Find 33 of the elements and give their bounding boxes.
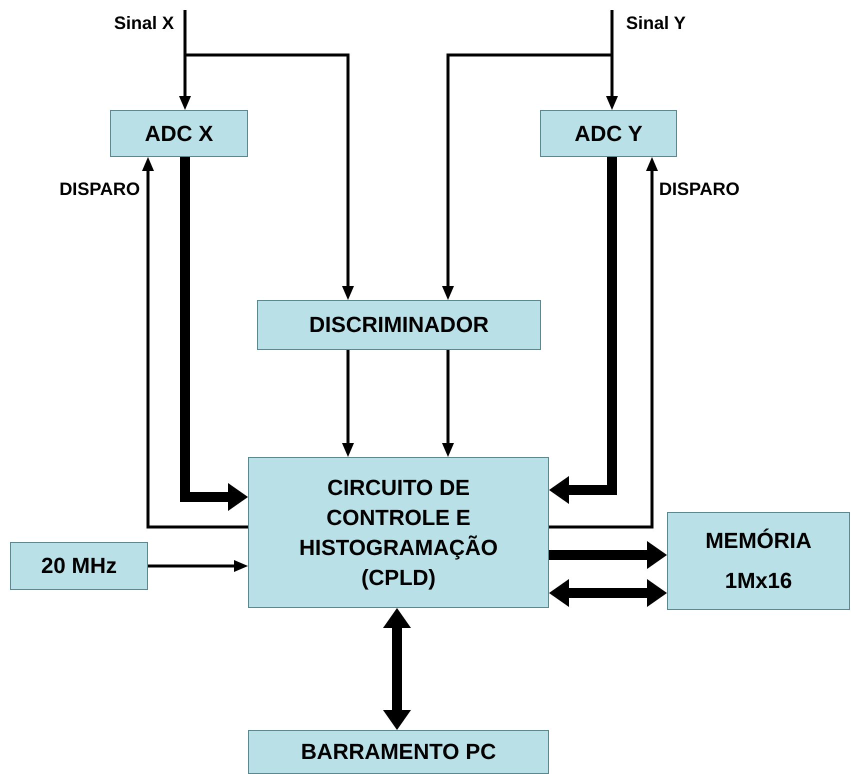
arrow: [180, 157, 248, 511]
block-box: [110, 110, 248, 157]
arrow: [442, 54, 612, 300]
block-box: [248, 457, 549, 608]
block-label: CIRCUITO DE CONTROLE E HISTOGRAMAÇÃO (CPLD): [298, 474, 499, 592]
arrow: [142, 157, 248, 528]
block-label: BARRAMENTO PC: [300, 738, 496, 766]
block-box: [10, 542, 148, 590]
arrow: [383, 608, 411, 730]
arrow: [606, 10, 618, 110]
arrow: [179, 10, 191, 110]
block-label: 20 MHz: [41, 552, 117, 580]
block-box: [667, 512, 850, 610]
arrow: [549, 157, 617, 504]
edge-label: DISPARO: [659, 180, 740, 198]
arrow: [148, 560, 248, 572]
block-box: [540, 110, 677, 157]
block-label: ADC X: [144, 120, 214, 148]
arrow: [342, 350, 354, 457]
block-label: ADC Y: [574, 120, 643, 148]
edge-label: Sinal Y: [626, 14, 686, 32]
block-label: 1Mx16: [724, 567, 792, 595]
edge-label: DISPARO: [59, 180, 140, 198]
edge-label: Sinal X: [114, 14, 174, 32]
arrow: [185, 54, 354, 300]
arrow: [549, 541, 667, 569]
block-label: MEMÓRIA: [705, 527, 812, 555]
block-box: [248, 730, 549, 774]
block-label: DISCRIMINADOR: [309, 311, 489, 339]
arrow: [549, 157, 658, 528]
block-box: [257, 300, 541, 350]
arrow: [549, 579, 667, 607]
arrow: [442, 350, 454, 457]
